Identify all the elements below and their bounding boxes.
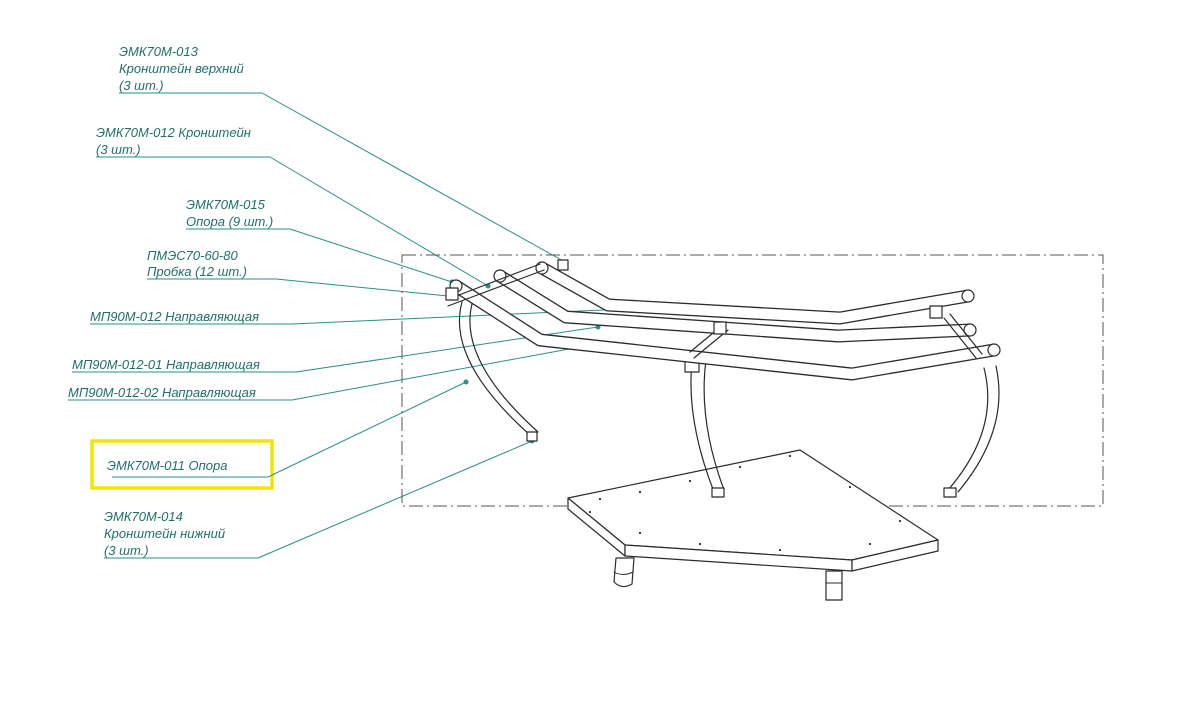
callout-bracket-lower: ЭМК70М-014 Кронштейн нижний (3 шт.): [104, 509, 225, 558]
callout-bracket-lower-qty: (3 шт.): [104, 543, 149, 558]
callout-bracket-lower-code: ЭМК70М-014: [104, 509, 183, 524]
callout-bracket-upper-qty: (3 шт.): [119, 78, 164, 93]
callout-guide: МП90М-012 Направляющая: [90, 309, 259, 324]
cross-brackets: [445, 259, 983, 359]
callout-bracket-upper-name: Кронштейн верхний: [119, 61, 244, 76]
callout-bracket-line1: ЭМК70М-012 Кронштейн: [96, 125, 251, 140]
callout-plug-name: Пробка (12 шт.): [147, 264, 247, 279]
guide-tubes: [449, 261, 1001, 381]
base-plate: [567, 449, 939, 601]
callout-bracket-upper: ЭМК70М-013 Кронштейн верхний (3 шт.): [119, 44, 244, 93]
callout-plug: ПМЭС70-60-80 Пробка (12 шт.): [147, 248, 247, 279]
curved-supports: [458, 301, 1000, 498]
callout-bracket: ЭМК70М-012 Кронштейн (3 шт.): [96, 125, 251, 157]
callout-guide-01: МП90М-012-01 Направляющая: [72, 357, 260, 372]
callout-bracket-upper-code: ЭМК70М-013: [119, 44, 199, 59]
callout-bracket-lower-name: Кронштейн нижний: [104, 526, 225, 541]
callout-support-small-name: Опора (9 шт.): [186, 214, 273, 229]
highlight-box: [90, 439, 274, 490]
callout-support-small: ЭМК70М-015 Опора (9 шт.): [186, 197, 273, 229]
callout-guide-02: МП90М-012-02 Направляющая: [68, 385, 256, 400]
callout-plug-code: ПМЭС70-60-80: [147, 248, 238, 263]
callout-support: ЭМК70М-011 Опора: [107, 458, 227, 473]
callout-bracket-qty: (3 шт.): [96, 142, 141, 157]
callout-support-small-code: ЭМК70М-015: [186, 197, 266, 212]
